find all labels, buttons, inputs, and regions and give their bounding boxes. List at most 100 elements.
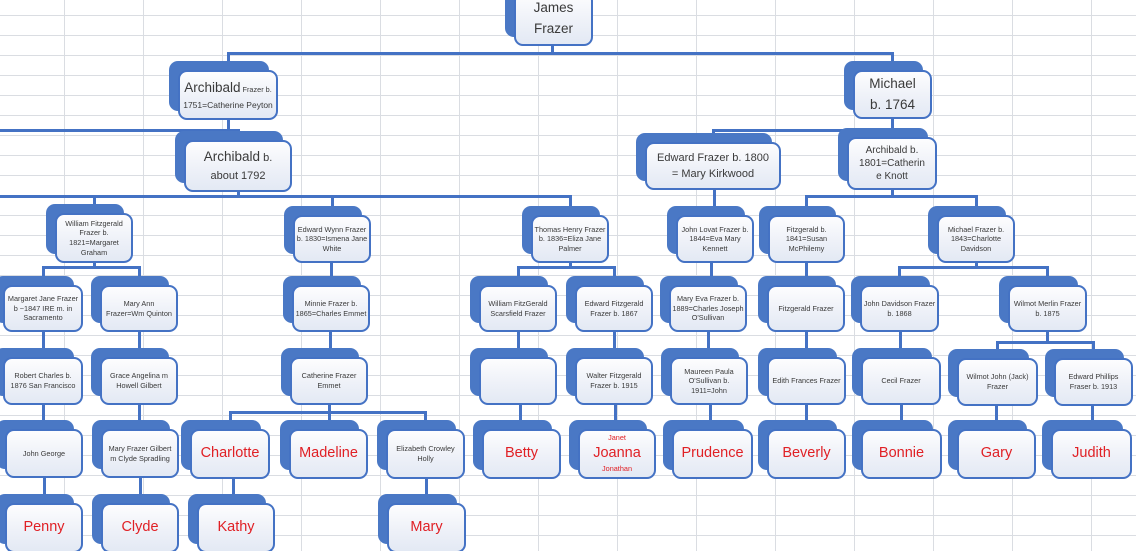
- person-name-line: 1876 San Francisco: [10, 381, 76, 390]
- person-name-line: 1821=Margaret: [69, 238, 119, 247]
- person-name-line: Elizabeth Crowley: [396, 444, 455, 454]
- person-name-line: Frazer b.: [79, 228, 109, 238]
- person-name-line: Graham: [80, 247, 108, 257]
- person-name-line: John Lovat Frazer b.: [681, 224, 749, 234]
- person-name-line: 1841=Susan: [785, 234, 828, 244]
- person-name-line: Michael: [869, 75, 916, 91]
- person-name-line: Jonathan: [601, 464, 633, 474]
- person-name-line: b ~1847 IRE m. in: [13, 303, 73, 313]
- connector-vertical: [330, 196, 334, 215]
- person-name-line: John George: [22, 448, 66, 458]
- connector-horizontal: [516, 265, 616, 269]
- connector-vertical: [137, 404, 141, 429]
- person-name-line: Betty: [504, 445, 539, 462]
- connector-horizontal: [0, 194, 572, 198]
- person-name-line: Grace Angelina m: [109, 371, 168, 381]
- connector-vertical: [92, 262, 96, 267]
- connector-vertical: [1090, 405, 1094, 429]
- connector-vertical: [41, 404, 45, 429]
- connector-vertical: [137, 331, 141, 357]
- connector-vertical: [712, 189, 716, 215]
- person-name-line: Michael Frazer b.: [947, 224, 1005, 234]
- connector-horizontal: [41, 265, 141, 269]
- connector-vertical: [994, 405, 998, 429]
- person-name-line: Charlotte: [200, 445, 260, 462]
- person-name-line: McPhilemy: [788, 243, 825, 253]
- connector-vertical: [709, 262, 713, 285]
- connector-vertical: [550, 45, 554, 53]
- person-name-line: Mary Eva Frazer b.: [676, 294, 740, 304]
- node-face: Edward Frazer b. 1800= Mary Kirkwood: [645, 142, 781, 190]
- person-name-segment: Archibald: [203, 149, 261, 165]
- person-name-line: Wilmot Merlin Frazer: [1013, 298, 1082, 308]
- connector-vertical: [974, 196, 978, 215]
- person-name-line: 1889=Charles Joseph: [672, 303, 744, 313]
- connector-vertical: [518, 404, 522, 429]
- connector-vertical: [327, 404, 331, 412]
- person-name-line: 1801=Catherin: [859, 158, 925, 169]
- person-name-line: Walter Fitzgerald: [586, 371, 642, 381]
- person-name-line: Frazer: [986, 382, 1009, 391]
- person-name-line: Holly: [417, 454, 434, 463]
- person-name-line: Fraser b. 1913: [1069, 382, 1118, 391]
- node-face: Madeline: [289, 429, 368, 479]
- person-name-line: 1911=John: [691, 385, 727, 395]
- connector-vertical: [516, 331, 520, 357]
- node-face: Wilmot John (Jack)Frazer: [957, 358, 1038, 406]
- person-name-line: Archibald Frazer b.: [184, 78, 272, 99]
- person-name-segment: b.: [260, 152, 273, 165]
- node-face: Mary: [387, 503, 466, 551]
- person-name-line: Catherine Frazer: [301, 371, 357, 381]
- person-name-line: Mary: [410, 519, 443, 536]
- connector-vertical: [42, 477, 46, 503]
- node-face: Prudence: [672, 429, 753, 479]
- person-name-line: b. 1836=Eliza Jane: [538, 234, 602, 244]
- person-name-line: Clyde: [121, 519, 159, 536]
- person-name-line: Bonnie: [878, 445, 925, 462]
- person-name-line: Edward Frazer b. 1800: [657, 151, 769, 164]
- person-name-line: Beverly: [782, 445, 831, 462]
- person-name-line: Maureen Paula: [684, 366, 734, 376]
- person-name-line: Kennett: [702, 243, 728, 253]
- person-name-line: James: [533, 0, 574, 16]
- person-name-line: Gary: [980, 445, 1013, 462]
- node-face: Minnie Frazer b.1865=Charles Emmet: [292, 285, 370, 332]
- connector-vertical: [804, 404, 808, 429]
- person-name-line: m Clyde Spradling: [110, 453, 170, 463]
- connector-vertical: [706, 331, 710, 357]
- person-name-line: Frazer b. 1915: [590, 381, 638, 390]
- connector-horizontal: [804, 194, 978, 198]
- connector-vertical: [898, 331, 902, 357]
- person-name-line: Archibald b.: [865, 145, 919, 156]
- person-name-line: William Fitzgerald: [65, 218, 123, 228]
- person-name-line: Scarsfield Frazer: [490, 308, 546, 318]
- node-face: Fitzgerald Frazer: [767, 285, 845, 332]
- person-name-line: Janet: [608, 433, 626, 442]
- person-name-line: Sacramento: [23, 313, 63, 323]
- node-face: Clyde: [101, 503, 179, 551]
- connector-vertical: [804, 196, 808, 215]
- person-name-segment: Frazer b.: [240, 84, 272, 94]
- connector-vertical: [899, 404, 903, 429]
- connector-vertical: [424, 478, 428, 503]
- person-name-line: Edward Fitzgerald: [584, 298, 644, 308]
- node-face: Charlotte: [190, 429, 270, 479]
- person-name-line: Prudence: [681, 445, 744, 462]
- person-name-line: Fitzgerald Frazer: [778, 303, 834, 313]
- person-name-line: Edith Frances Frazer: [772, 376, 841, 386]
- connector-vertical: [236, 191, 240, 196]
